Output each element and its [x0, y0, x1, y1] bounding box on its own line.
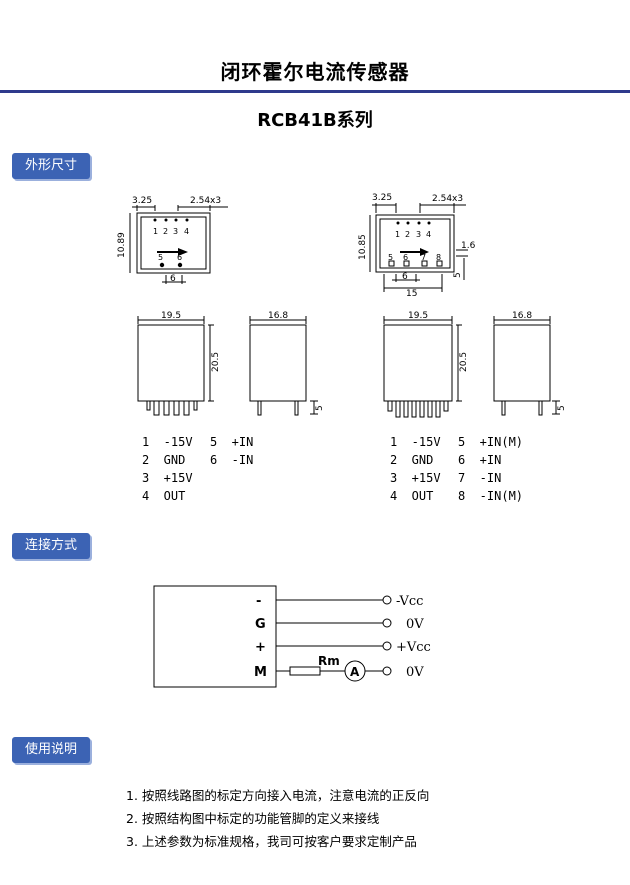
pin-label-6: 6 [403, 253, 408, 262]
pin-label-1: 1 [153, 227, 158, 236]
pin-label-1: 1 [395, 230, 400, 239]
pin-def: 8 -IN(M) [458, 489, 524, 503]
output-0v-1: 0V [406, 617, 424, 632]
section-label-usage: 使用说明 [12, 737, 90, 763]
pin-def: 4 OUT [142, 489, 186, 503]
pin-label-5: 5 [158, 253, 163, 262]
pin-def: 7 -IN [458, 471, 502, 485]
dim-6: 6 [402, 272, 408, 282]
output-pos-vcc: +Vcc [396, 640, 431, 655]
list-item: 2. 按照结构图中标定的功能管脚的定义来接线 [126, 811, 380, 826]
pin-label-5: 5 [388, 253, 393, 262]
top-view-right-drawing: 3.25 2.54x3 10.85 1.6 5 6 15 1 2 3 4 5 6… [358, 193, 476, 299]
dim-width-2: 16.8 [268, 311, 288, 321]
connection-diagram: - G + M Rm A -Vcc 0V +Vcc 0V [153, 585, 431, 688]
dim-lead: 5 [557, 405, 567, 411]
dim-height: 20.5 [459, 352, 469, 372]
side-view-left-drawing: 19.5 20.5 16.8 5 [137, 311, 325, 416]
pin-g: G [255, 617, 266, 632]
ammeter-symbol: A [350, 665, 360, 679]
pin-label-3: 3 [173, 227, 178, 236]
dim-width-1: 19.5 [161, 311, 181, 321]
pin-def: 2 GND [142, 453, 186, 467]
resistor-label: Rm [318, 654, 340, 668]
dim-5: 5 [453, 272, 463, 278]
section-label-outline: 外形尺寸 [12, 153, 90, 179]
usage-notes: 1. 按照线路图的标定方向接入电流，注意电流的正反向 2. 按照结构图中标定的功… [126, 784, 429, 853]
pin-plus: + [255, 640, 266, 655]
series-subtitle: RCB41B系列 [257, 110, 373, 131]
pin-table-right: 1 -15V 5 +IN(M) 2 GND 6 +IN 3 +15V 7 -IN 4 … [390, 433, 523, 505]
top-view-left-drawing: 3.25 2.54x3 10.89 1 2 3 4 5 6 6 [117, 196, 228, 284]
dim-pitch-b: 2.54x3 [432, 194, 463, 204]
page-title: 闭环霍尔电流传感器 [220, 60, 410, 84]
dim-lead: 5 [315, 405, 325, 411]
pin-label-4: 4 [426, 230, 431, 239]
output-0v-2: 0V [406, 665, 424, 680]
section-label-connection: 连接方式 [12, 533, 90, 559]
pin-def: 5 +IN [210, 435, 254, 449]
dim-pitch-a: 3.25 [132, 196, 152, 206]
dim-height: 20.5 [211, 352, 221, 372]
pin-def: 6 +IN [458, 453, 502, 467]
pin-m: M [254, 665, 267, 680]
pin-def: 2 GND [390, 453, 434, 467]
pin-def: 3 +15V [142, 471, 193, 485]
pin-label-2: 2 [405, 230, 410, 239]
pin-def: 4 OUT [390, 489, 434, 503]
side-view-right-drawing: 19.5 20.5 16.8 5 [383, 311, 567, 418]
dim-pitch-a: 3.25 [372, 193, 392, 203]
pin-minus: - [256, 594, 261, 609]
pin-def: 1 -15V [142, 435, 193, 449]
dim-height: 10.85 [358, 234, 368, 260]
pin-label-8: 8 [436, 253, 441, 262]
pin-label-6: 6 [177, 253, 182, 262]
pin-def: 1 -15V [390, 435, 441, 449]
pin-def: 6 -IN [210, 453, 254, 467]
dim-gap: 6 [170, 274, 176, 284]
pin-label-2: 2 [163, 227, 168, 236]
dim-15: 15 [406, 289, 417, 299]
output-neg-vcc: -Vcc [396, 594, 423, 609]
pin-def: 3 +15V [390, 471, 441, 485]
dim-height: 10.89 [117, 232, 127, 258]
pin-label-3: 3 [416, 230, 421, 239]
dim-width-1: 19.5 [408, 311, 428, 321]
pin-label-4: 4 [184, 227, 189, 236]
pin-label-7: 7 [421, 253, 426, 262]
pin-def: 5 +IN(M) [458, 435, 524, 449]
dim-1-6: 1.6 [461, 241, 476, 251]
title-divider [0, 90, 630, 93]
list-item: 3. 上述参数为标准规格，我司可按客户要求定制产品 [126, 834, 417, 849]
dim-pitch-b: 2.54x3 [190, 196, 221, 206]
dim-width-2: 16.8 [512, 311, 532, 321]
pin-table-left: 1 -15V 5 +IN 2 GND 6 -IN 3 +15V 4 OUT [142, 433, 253, 505]
list-item: 1. 按照线路图的标定方向接入电流，注意电流的正反向 [126, 788, 430, 803]
